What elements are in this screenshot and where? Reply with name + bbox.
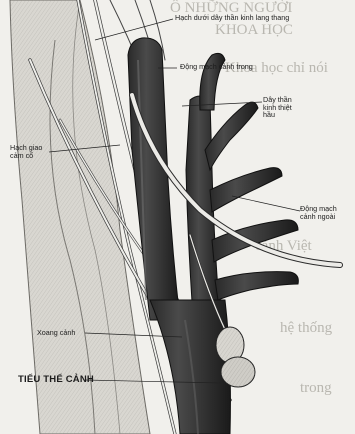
label-external-carotid-artery: Động mạch cảnh ngoài bbox=[300, 205, 342, 220]
label-cervical-sympathetic-ganglion: Hạch giao cảm cổ bbox=[10, 144, 50, 159]
label-carotid-body: TIỂU THỂ CẢNH bbox=[18, 375, 94, 385]
label-internal-carotid-artery: Động mạch cảnh trong bbox=[180, 63, 253, 71]
label-inferior-vagal-ganglion: Hạch dưới dây thần kinh lang thang bbox=[175, 14, 289, 22]
label-glossopharyngeal-nerve: Dây thần kinh thiệt hầu bbox=[263, 96, 305, 119]
carotid-body bbox=[221, 357, 255, 387]
label-carotid-sinus: Xoang cảnh bbox=[37, 329, 75, 337]
common-carotid-artery bbox=[150, 300, 230, 434]
